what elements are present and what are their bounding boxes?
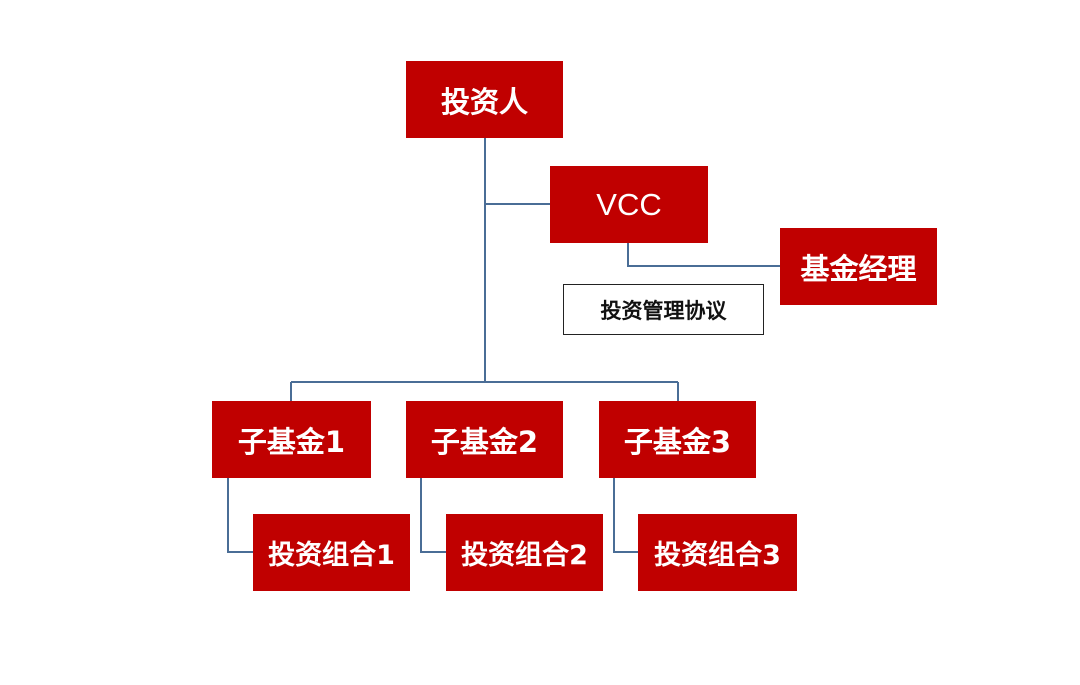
node-vcc-label: VCC <box>596 186 662 222</box>
connector-subfund-1-to-portfolio-1 <box>227 478 253 553</box>
node-subfund-1: 子基金1 <box>212 401 371 478</box>
node-portfolio-2-label: 投资组合2 <box>461 540 588 571</box>
node-portfolio-3: 投资组合3 <box>638 514 797 591</box>
node-subfund-3-label: 子基金3 <box>623 424 732 459</box>
agreement-label-box: 投资管理协议 <box>563 284 764 335</box>
connector-vcc-to-fund-manager <box>627 243 780 267</box>
node-fund-manager-label: 基金经理 <box>800 251 917 286</box>
node-investor: 投资人 <box>406 61 563 138</box>
node-vcc: VCC <box>550 166 708 243</box>
agreement-label: 投资管理协议 <box>600 298 727 323</box>
node-portfolio-3-label: 投资组合3 <box>654 540 781 571</box>
node-portfolio-1-label: 投资组合1 <box>268 540 395 571</box>
connector-subfund-2-to-portfolio-2 <box>420 478 446 553</box>
node-fund-manager: 基金经理 <box>780 228 937 305</box>
node-investor-label: 投资人 <box>440 84 528 119</box>
node-subfund-2: 子基金2 <box>406 401 563 478</box>
node-portfolio-2: 投资组合2 <box>446 514 603 591</box>
node-portfolio-1: 投资组合1 <box>253 514 410 591</box>
node-subfund-1-label: 子基金1 <box>237 424 346 459</box>
node-subfund-3: 子基金3 <box>599 401 756 478</box>
node-subfund-2-label: 子基金2 <box>430 424 539 459</box>
connector-subfund-3-to-portfolio-3 <box>613 478 638 553</box>
